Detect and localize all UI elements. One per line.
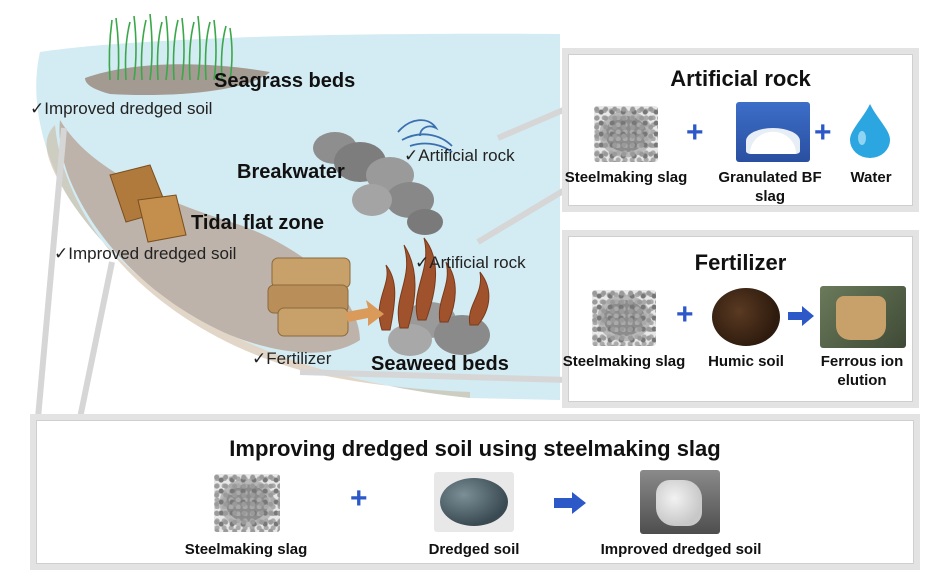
plus-icon: + (686, 116, 704, 149)
fertilizer-title: Fertilizer (694, 250, 787, 275)
arrow-right-icon (788, 306, 814, 326)
arrow-right-icon (554, 492, 586, 514)
granulated-bf-slag-icon (736, 102, 810, 162)
breakwater-rocks-icon (313, 132, 443, 235)
slag-icon (592, 290, 656, 346)
plus-icon: + (350, 482, 368, 515)
humic-soil-icon (712, 288, 780, 346)
seaweed-beds-label: Seaweed beds (371, 353, 509, 375)
improved-dredged-soil-caption: Improved dredged soil (600, 541, 762, 558)
wave-icon (397, 119, 453, 153)
dredged-soil-panel: Improving dredged soil using steelmaking… (30, 414, 920, 570)
improved-dredged-soil-icon (640, 470, 720, 534)
artificial-rock-panel: Artificial rock + + Steelmaking slag Gra… (562, 48, 919, 212)
plus-icon: + (814, 116, 832, 149)
fertilizer-label: ✓Fertilizer (252, 349, 332, 368)
tidal-flat-posts (109, 164, 187, 243)
artificial-rock-title: Artificial rock (670, 66, 811, 91)
improved-soil-label-top: ✓Improved dredged soil (30, 99, 213, 118)
water-caption: Water (850, 169, 892, 186)
ferrous-ion-elution-caption: Ferrous ion elution (820, 353, 904, 389)
steelmaking-slag-caption: Steelmaking slag (562, 353, 686, 370)
fertilizer-bag-icon (836, 296, 886, 340)
breakwater-label: Breakwater (237, 161, 345, 183)
artificial-rock-label-1: ✓Artificial rock (404, 146, 515, 165)
dredged-soil-icon (434, 472, 514, 532)
artificial-rock-label-2: ✓Artificial rock (415, 253, 526, 272)
dredged-soil-title: Improving dredged soil using steelmaking… (229, 436, 721, 461)
fertilizer-flow-arrow (346, 300, 384, 326)
ferrous-ion-elution-icon (820, 286, 906, 348)
slag-icon (594, 106, 658, 162)
water-drop-icon (850, 104, 890, 158)
dredged-soil-mass (440, 478, 508, 526)
callout-lines (35, 105, 570, 419)
slag-pile (746, 128, 800, 154)
steelmaking-slag-caption: Steelmaking slag (564, 169, 688, 186)
plus-icon: + (676, 298, 694, 331)
seaweed-icon (378, 237, 490, 331)
seagrass-beds-label: Seagrass beds (214, 70, 356, 92)
improved-soil-label-mid: ✓Improved dredged soil (54, 244, 237, 263)
improved-soil-block (656, 480, 702, 526)
fertilizer-bag-icon (267, 257, 351, 337)
steelmaking-slag-caption: Steelmaking slag (184, 541, 308, 558)
humic-soil-caption: Humic soil (708, 353, 784, 370)
seagrass-mound (85, 64, 270, 96)
slag-icon (214, 474, 280, 532)
granulated-bf-slag-caption: Granulated BF slag (718, 169, 822, 205)
dredged-soil-caption: Dredged soil (428, 541, 520, 558)
fertilizer-panel: Fertilizer + Steelmaking slag Humic soil… (562, 230, 919, 408)
tidal-flat-zone-label: Tidal flat zone (191, 212, 324, 234)
seagrass-icon (108, 13, 233, 81)
